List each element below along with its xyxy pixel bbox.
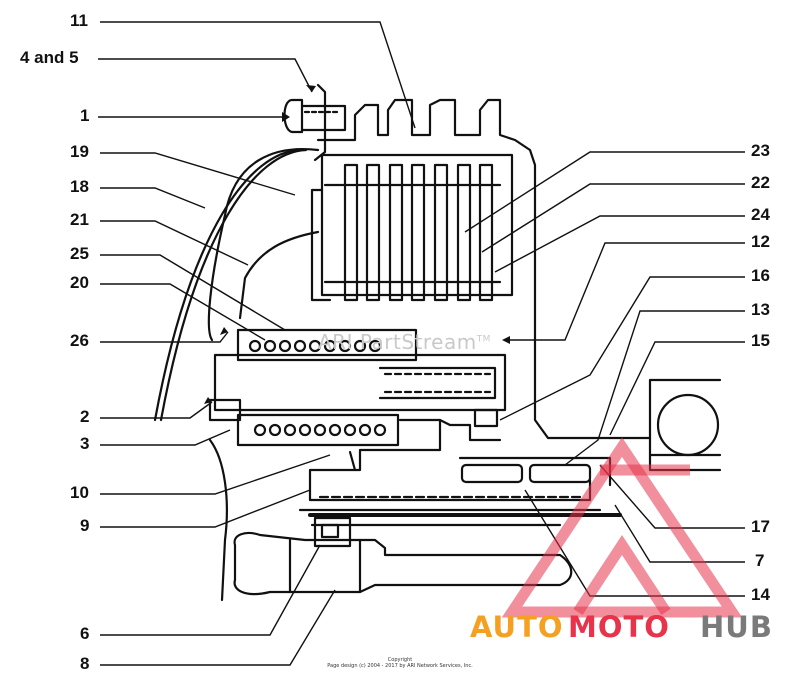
- label-6: 6: [80, 624, 90, 643]
- label-23: 23: [751, 141, 770, 160]
- leader-11: [100, 21, 416, 129]
- leader-2: [100, 401, 213, 419]
- leader-16: [499, 276, 745, 421]
- label-10: 10: [70, 483, 89, 502]
- clutch-plates: [323, 163, 502, 302]
- leader-6: [100, 544, 321, 636]
- leader-7: [614, 504, 745, 563]
- label-2: 2: [80, 407, 90, 426]
- label-18: 18: [70, 177, 89, 196]
- label-1: 1: [80, 106, 90, 125]
- partstream-watermark: ARI PartStreamTM: [318, 330, 491, 354]
- label-25: 25: [70, 244, 89, 263]
- leader-20: [100, 283, 266, 341]
- copyright-notice: Copyright Page design (c) 2004 - 2017 by…: [300, 657, 500, 669]
- label-16: 16: [751, 266, 770, 285]
- lower-spring-housing: [236, 413, 400, 447]
- leader-24: [494, 215, 745, 273]
- label-13: 13: [751, 300, 770, 319]
- leader-4and5: [98, 58, 313, 93]
- leader-23: [464, 151, 745, 233]
- side-cover: [207, 148, 320, 342]
- leader-21: [100, 220, 249, 266]
- copyright-line-1: Copyright: [387, 657, 413, 663]
- label-22: 22: [751, 173, 770, 192]
- leader-3: [100, 429, 231, 446]
- lever: [233, 531, 573, 596]
- label-8: 8: [80, 654, 90, 673]
- bearing-right: [528, 463, 592, 484]
- leader-15: [609, 341, 745, 436]
- label-11: 11: [70, 11, 88, 30]
- leader-22: [481, 183, 745, 253]
- leader-12: [510, 242, 745, 341]
- leader-25: [100, 254, 286, 331]
- label-19: 19: [70, 142, 89, 161]
- leader-17: [599, 464, 745, 529]
- logo-triangle: [501, 437, 743, 618]
- label-9: 9: [80, 516, 90, 535]
- housing-outline: [316, 98, 612, 440]
- label-26: 26: [70, 331, 89, 350]
- label-14: 14: [751, 585, 770, 604]
- spring-coils: [248, 339, 387, 437]
- leader-10: [100, 454, 331, 495]
- round-knob: [656, 393, 720, 457]
- bearing-left: [460, 463, 524, 484]
- leader-26: [100, 331, 229, 343]
- copyright-line-2: Page design (c) 2004 - 2017 by ARI Netwo…: [327, 663, 473, 669]
- label-3: 3: [80, 434, 90, 453]
- clip: [313, 83, 327, 162]
- label-7: 7: [755, 551, 765, 570]
- leader-19: [100, 152, 296, 196]
- leader-9: [100, 489, 311, 528]
- label-17: 17: [751, 517, 770, 536]
- logo-hub: HUB: [700, 610, 773, 644]
- leader-13: [564, 310, 745, 466]
- label-4-and-5: 4 and 5: [20, 48, 79, 67]
- logo-moto: MOTO: [568, 610, 670, 644]
- leader-18: [100, 187, 206, 209]
- clutch-cover: [320, 153, 514, 297]
- leader-8: [100, 589, 336, 666]
- label-21: 21: [70, 210, 89, 229]
- label-24: 24: [751, 205, 770, 224]
- label-15: 15: [751, 331, 770, 350]
- logo-auto: AUTO: [470, 610, 564, 644]
- spring-housing: [236, 328, 418, 362]
- bolt-head: [283, 98, 304, 134]
- label-20: 20: [70, 273, 89, 292]
- label-12: 12: [751, 232, 770, 251]
